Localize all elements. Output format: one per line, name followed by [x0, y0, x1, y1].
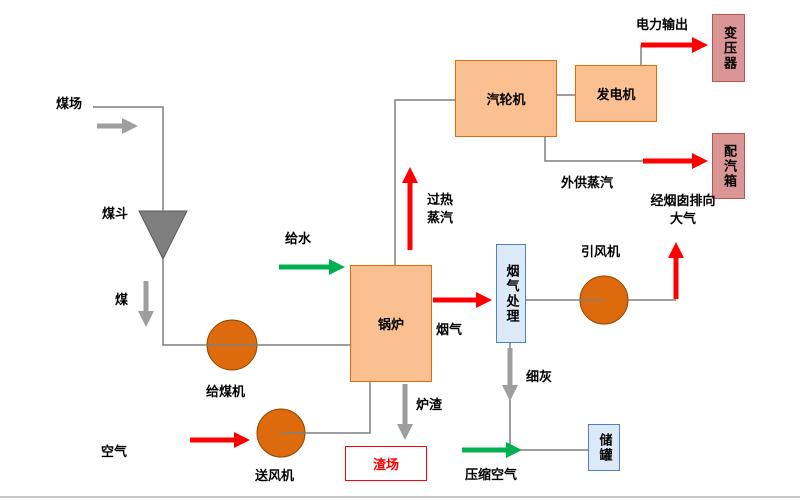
- label-external-steam: 外供蒸汽: [561, 176, 614, 191]
- label-superheated-steam: 过热 蒸汽: [427, 193, 454, 226]
- label-fine-ash: 细灰: [526, 370, 553, 385]
- label-coal-yard: 煤场: [56, 97, 83, 112]
- label-coal-hopper: 煤斗: [102, 207, 129, 222]
- pipe-fan-to-boiler: [281, 381, 371, 434]
- pipe-ash-to-tank: [509, 341, 588, 451]
- label-air: 空气: [101, 445, 128, 460]
- flue-gas-treatment-label: 烟气处理: [503, 263, 519, 324]
- pipe-hopper-to-feeder-to-boiler: [162, 259, 350, 346]
- pipe-turbine-to-steambox: [544, 135, 643, 162]
- transformer-label: 变压器: [721, 25, 736, 71]
- generator-node: 发电机: [575, 65, 657, 122]
- boiler-node: 锅炉: [350, 265, 432, 382]
- label-power-output: 电力输出: [636, 18, 689, 33]
- bottom-edge-line: [0, 496, 800, 498]
- boiler-label: 锅炉: [377, 318, 404, 333]
- steam-distribution-box-label: 配汽箱: [721, 143, 736, 189]
- label-compressed-air: 压缩空气: [465, 468, 518, 483]
- turbine-label: 汽轮机: [486, 93, 526, 108]
- storage-tank-label: 储罐: [596, 432, 612, 463]
- steam-distribution-box-node: 配汽箱: [712, 133, 745, 199]
- label-chimney-exhaust: 经烟囱排向 大气: [650, 194, 716, 227]
- label-induced-draft-fan: 引风机: [581, 245, 621, 260]
- transformer-node: 变压器: [712, 14, 745, 82]
- coal-hopper-icon: [138, 210, 188, 261]
- label-flue-gas: 烟气: [436, 323, 463, 338]
- storage-tank-node: 储罐: [588, 424, 620, 471]
- label-forced-draft-fan: 送风机: [255, 469, 295, 484]
- label-slag: 炉渣: [416, 398, 443, 413]
- label-coal-feeder: 给煤机: [206, 385, 246, 400]
- generator-label: 发电机: [596, 88, 636, 103]
- pipe-coalyard-to-hopper: [93, 106, 164, 211]
- turbine-node: 汽轮机: [455, 60, 557, 137]
- label-coal: 煤: [115, 293, 129, 308]
- pipe-boiler-to-turbine: [394, 99, 455, 265]
- label-feed-water: 给水: [285, 232, 312, 247]
- slag-yard-node: 渣场: [345, 446, 427, 481]
- flue-gas-treatment-node: 烟气处理: [496, 244, 526, 343]
- slag-yard-label: 渣场: [372, 458, 399, 473]
